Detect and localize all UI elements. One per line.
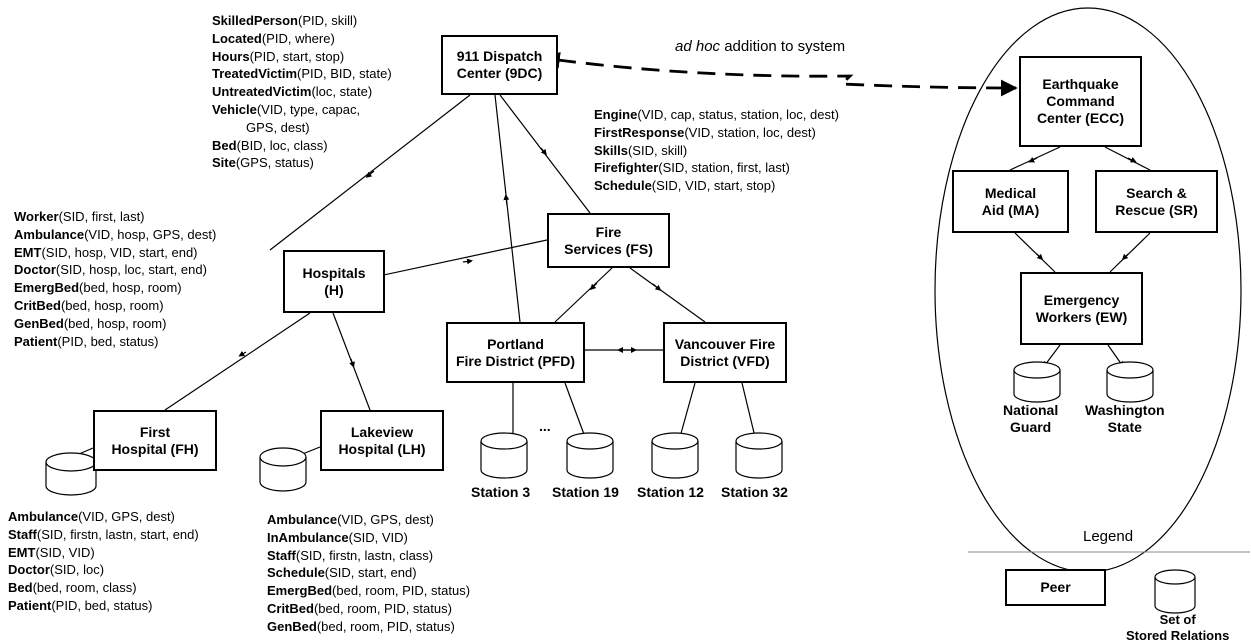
relation-item: Hours(PID, start, stop) — [212, 48, 345, 64]
relation-item: FirstResponse(VID, station, loc, dest) — [594, 124, 816, 140]
edge-hospitals-fh — [164, 312, 311, 411]
store-label-station19: Station 19 — [552, 484, 619, 500]
arrow-mark — [503, 194, 510, 206]
arrow-mark — [365, 170, 375, 178]
relation-item: Vehicle(VID, type, capac, — [212, 101, 361, 117]
store-cylinder-station32 — [735, 432, 783, 479]
relation-item: CritBed(bed, room, PID, status) — [267, 600, 452, 616]
relation-item: SkilledPerson(PID, skill) — [212, 13, 358, 28]
peer-search-rescue: Search &Rescue (SR) — [1095, 170, 1218, 233]
edge-ma-ew — [1014, 232, 1056, 273]
adhoc-dashed-connection — [542, 51, 1018, 97]
relation-item: InAmbulance(SID, VID) — [267, 529, 408, 545]
relation-item: Doctor(SID, hosp, loc, start, end) — [14, 262, 207, 278]
arrow-mark — [1036, 253, 1044, 261]
arrow-mark — [589, 282, 598, 291]
relation-item: UntreatedVictim(loc, state) — [212, 84, 373, 100]
arrow-mark — [652, 283, 662, 291]
relation-item: Staff(SID, firstn, lastn, start, end) — [8, 526, 199, 542]
edge-sr-ew — [1109, 232, 1151, 273]
edge-fs-pfd — [554, 267, 613, 323]
relation-item: TreatedVictim(PID, BID, state) — [212, 66, 392, 82]
relations-hospitals: Worker(SID, first, last) Ambulance(VID, … — [14, 208, 216, 350]
relations-first-hospital: Ambulance(VID, GPS, dest) Staff(SID, fir… — [8, 508, 199, 615]
relation-item: Ambulance(VID, GPS, dest) — [267, 512, 434, 527]
relation-item: Patient(PID, bed, status) — [14, 333, 159, 349]
arrow-mark — [349, 358, 355, 368]
arrow-mark — [1121, 253, 1129, 261]
relation-item: Schedule(SID, start, end) — [267, 565, 417, 581]
store-cylinder-fh — [45, 452, 97, 496]
arrow-mark — [540, 147, 547, 156]
store-label-station12: Station 12 — [637, 484, 704, 500]
relation-item: Doctor(SID, loc) — [8, 562, 105, 578]
relation-item: EMT(SID, VID) — [8, 544, 95, 560]
legend-cylinder-icon — [1154, 569, 1196, 614]
relation-item-continued: GPS, dest) — [246, 119, 310, 135]
edge-ecc-sr — [1104, 146, 1151, 171]
relation-item: CritBed(bed, hosp, room) — [14, 297, 164, 313]
store-cylinder-national-guard — [1013, 361, 1061, 403]
relations-lakeview-hospital: Ambulance(VID, GPS, dest) InAmbulance(SI… — [267, 511, 470, 636]
relations-dispatch: SkilledPerson(PID, skill) Located(PID, w… — [212, 12, 392, 172]
arrow-pfd-station19 — [564, 382, 587, 440]
relation-item: Site(GPS, status) — [212, 155, 314, 171]
relation-item: Ambulance(VID, hosp, GPS, dest) — [14, 226, 217, 242]
legend-peer-box: Peer — [1005, 569, 1106, 606]
relation-item: Staff(SID, firstn, lastn, class) — [267, 547, 434, 563]
relation-item: GenBed(bed, room, PID, status) — [267, 618, 455, 634]
relation-item: Worker(SID, first, last) — [14, 209, 145, 224]
store-ellipsis: ... — [539, 418, 551, 434]
legend-title: Legend — [1083, 528, 1134, 545]
relation-item: EMT(SID, hosp, VID, start, end) — [14, 244, 198, 260]
arrow-vfd-station12 — [677, 382, 696, 440]
edge-9dc-pfd — [494, 94, 521, 323]
arrow-mark — [1028, 156, 1038, 163]
store-cylinder-station12 — [651, 432, 699, 479]
store-cylinder-station19 — [566, 432, 614, 479]
peer-hospitals: Hospitals(H) — [283, 250, 385, 313]
edge-fs-vfd — [629, 267, 706, 323]
store-label-station32: Station 32 — [721, 484, 788, 500]
relation-item: Skills(SID, skill) — [594, 142, 688, 158]
arrow-mark — [462, 258, 473, 265]
relation-item: Located(PID, where) — [212, 30, 335, 46]
relation-item: EmergBed(bed, room, PID, status) — [267, 583, 471, 599]
relation-item: EmergBed(bed, hosp, room) — [14, 280, 182, 296]
store-cylinder-washington — [1106, 361, 1154, 403]
relation-item: Patient(PID, bed, status) — [8, 597, 153, 613]
arrow-ew-national-guard — [1043, 344, 1061, 368]
relation-item: GenBed(bed, hosp, room) — [14, 315, 167, 331]
arrow-ew-washington — [1107, 344, 1124, 368]
adhoc-label: ad hoc addition to system — [675, 38, 846, 55]
relation-item: Bed(bed, room, class) — [8, 580, 137, 596]
store-label-station3: Station 3 — [471, 484, 531, 500]
store-cylinder-station3 — [480, 432, 528, 479]
relation-item: Firefighter(SID, station, first, last) — [594, 160, 790, 176]
store-cylinder-lh — [259, 447, 307, 492]
arrow-mark — [1127, 156, 1137, 163]
relation-item: Schedule(SID, VID, start, stop) — [594, 178, 776, 194]
edge-9dc-fs — [499, 94, 591, 214]
arrow-vfd-station32 — [741, 382, 758, 440]
relation-item: Bed(BID, loc, class) — [212, 137, 328, 153]
arrow-mark — [238, 350, 247, 357]
relations-fire-services: Engine(VID, cap, status, station, loc, d… — [594, 106, 839, 195]
relation-item: Ambulance(VID, GPS, dest) — [8, 509, 175, 524]
relation-item: Engine(VID, cap, status, station, loc, d… — [594, 107, 839, 122]
